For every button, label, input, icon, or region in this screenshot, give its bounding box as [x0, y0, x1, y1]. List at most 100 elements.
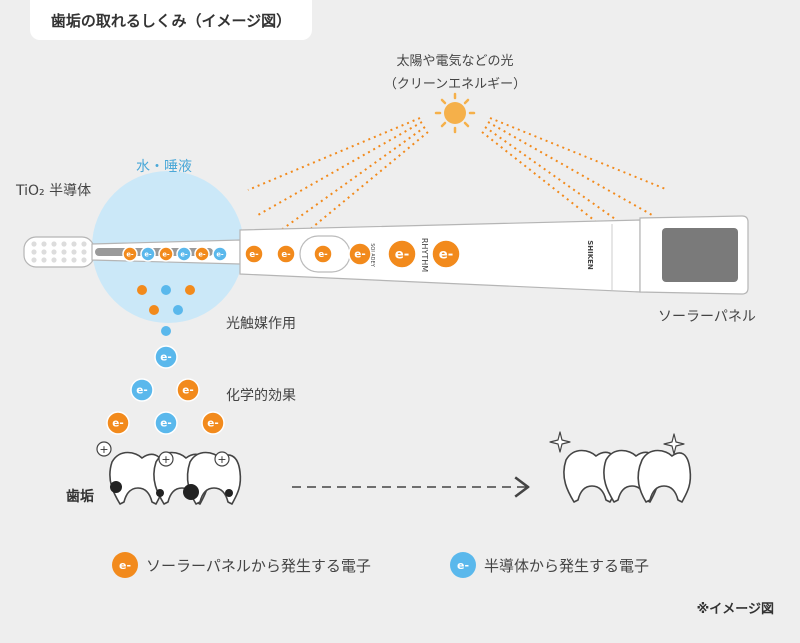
- chemical-effect-label: 化学的効果: [226, 388, 296, 404]
- particle-dot: [185, 285, 195, 295]
- solar-panel-cap: [639, 215, 749, 295]
- particle-dot: [161, 326, 171, 336]
- particle-dot: [173, 305, 183, 315]
- light-label-line2: （クリーンエネルギー）: [383, 77, 527, 92]
- plaque-label: 歯垢: [66, 489, 94, 505]
- bristle-dot: [61, 249, 67, 255]
- plus-ion: +: [96, 441, 112, 457]
- electron-symbol: e-: [439, 248, 454, 263]
- solar-electron: e-: [348, 242, 372, 266]
- plaque-dot: [110, 481, 122, 493]
- solar-electron: e-: [313, 244, 333, 264]
- plaque-dot: [156, 489, 164, 497]
- electron-symbol: e-: [207, 418, 218, 430]
- electron-symbol: e-: [160, 418, 171, 430]
- electron-symbol: e-: [160, 352, 171, 364]
- electron-symbol: e-: [126, 250, 134, 258]
- bristle-dot: [41, 257, 47, 263]
- sun-icon: [434, 92, 476, 134]
- solar-panel-label: ソーラーパネル: [658, 309, 756, 325]
- bristle-dot: [61, 241, 67, 247]
- particle-dot: [161, 285, 171, 295]
- bristle-dot: [41, 249, 47, 255]
- particle-dot: [137, 285, 147, 295]
- image-note: ※イメージ図: [696, 602, 774, 617]
- electron-symbol: e-: [318, 250, 328, 260]
- clean-teeth: [563, 449, 692, 503]
- bristle-dot: [81, 257, 87, 263]
- plaque-dot: [225, 489, 233, 497]
- legend-solar-electron: e-: [112, 552, 138, 578]
- solar-electron: e-: [387, 239, 417, 269]
- electron-symbol: e-: [162, 250, 170, 258]
- electron-symbol: e-: [136, 385, 147, 397]
- bristle-dot: [71, 241, 77, 247]
- plus-ions: + + +: [96, 441, 230, 467]
- legend-semiconductor: e- 半導体から発生する電子: [450, 551, 649, 579]
- electron-symbol: e-: [395, 248, 410, 263]
- solar-electron: e-: [194, 246, 210, 262]
- semiconductor-electron: e-: [154, 411, 178, 435]
- bristle-dot: [41, 241, 47, 247]
- bristle-dot: [31, 249, 37, 255]
- semiconductor-electron: e-: [154, 345, 178, 369]
- bristle-dot: [51, 249, 57, 255]
- bristle-dot: [31, 257, 37, 263]
- semiconductor-electron: e-: [130, 378, 154, 402]
- electron-symbol: e-: [182, 385, 193, 397]
- semiconductor-electron: e-: [140, 246, 156, 262]
- electron-symbol: e-: [216, 250, 224, 258]
- bristle-dot: [51, 257, 57, 263]
- svg-text:+: +: [161, 453, 170, 466]
- bristle-dot: [71, 257, 77, 263]
- sparkle-icon: [549, 431, 685, 455]
- electron-symbol: e-: [198, 250, 206, 258]
- photocatalysis-label: 光触媒作用: [226, 316, 296, 332]
- solar-electron: e-: [276, 244, 296, 264]
- electron-symbol: e-: [180, 250, 188, 258]
- legend-solar: e- ソーラーパネルから発生する電子: [112, 551, 371, 579]
- light-label: 太陽や電気などの光 （クリーンエネルギー）: [375, 50, 535, 92]
- plus-ion: +: [214, 451, 230, 467]
- semiconductor-electron: e-: [176, 246, 192, 262]
- svg-text:+: +: [217, 453, 226, 466]
- model-label: RHYTHM: [420, 238, 429, 272]
- light-rays: [247, 117, 669, 251]
- plaque-dot: [183, 484, 199, 500]
- particle-dot: [149, 305, 159, 315]
- bristle-dot: [81, 241, 87, 247]
- solar-electron: e-: [244, 244, 264, 264]
- brand-label: SHIKEN: [586, 240, 594, 270]
- electron-badges: e-e-e-e-e-e-e-e-e-e-e-e-e-e-e-e-e-e-: [106, 239, 461, 435]
- legend-semiconductor-text: 半導体から発生する電子: [484, 556, 650, 575]
- solar-electron: e-: [122, 246, 138, 262]
- solar-electron: e-: [176, 378, 200, 402]
- bristle-dot: [71, 249, 77, 255]
- bristle-dot: [61, 257, 67, 263]
- solar-electron: e-: [158, 246, 174, 262]
- electron-symbol: e-: [281, 250, 291, 260]
- teeth-with-plaque: [109, 451, 242, 505]
- legend-semiconductor-electron: e-: [450, 552, 476, 578]
- electron-symbol: e-: [112, 418, 123, 430]
- particle-dots: [137, 285, 195, 336]
- plus-ion: +: [158, 451, 174, 467]
- bristle-dot: [51, 241, 57, 247]
- page-title: 歯垢の取れるしくみ（イメージ図）: [30, 0, 312, 40]
- solar-electron: e-: [201, 411, 225, 435]
- electron-symbol: e-: [144, 250, 152, 258]
- solar-electron: e-: [431, 239, 461, 269]
- bristle-dot: [81, 249, 87, 255]
- legend-solar-text: ソーラーパネルから発生する電子: [146, 556, 371, 575]
- semiconductor-electron: e-: [212, 246, 228, 262]
- solar-electron: e-: [106, 411, 130, 435]
- electron-symbol: e-: [249, 250, 259, 260]
- bristle-dot: [31, 241, 37, 247]
- model-sub-label: SOLADEY: [369, 243, 375, 267]
- toothbrush-bristles: [23, 236, 95, 268]
- light-label-line1: 太陽や電気などの光: [396, 54, 514, 69]
- svg-text:+: +: [99, 443, 108, 456]
- electron-symbol: e-: [354, 249, 365, 261]
- water-saliva-label: 水・唾液: [136, 159, 192, 175]
